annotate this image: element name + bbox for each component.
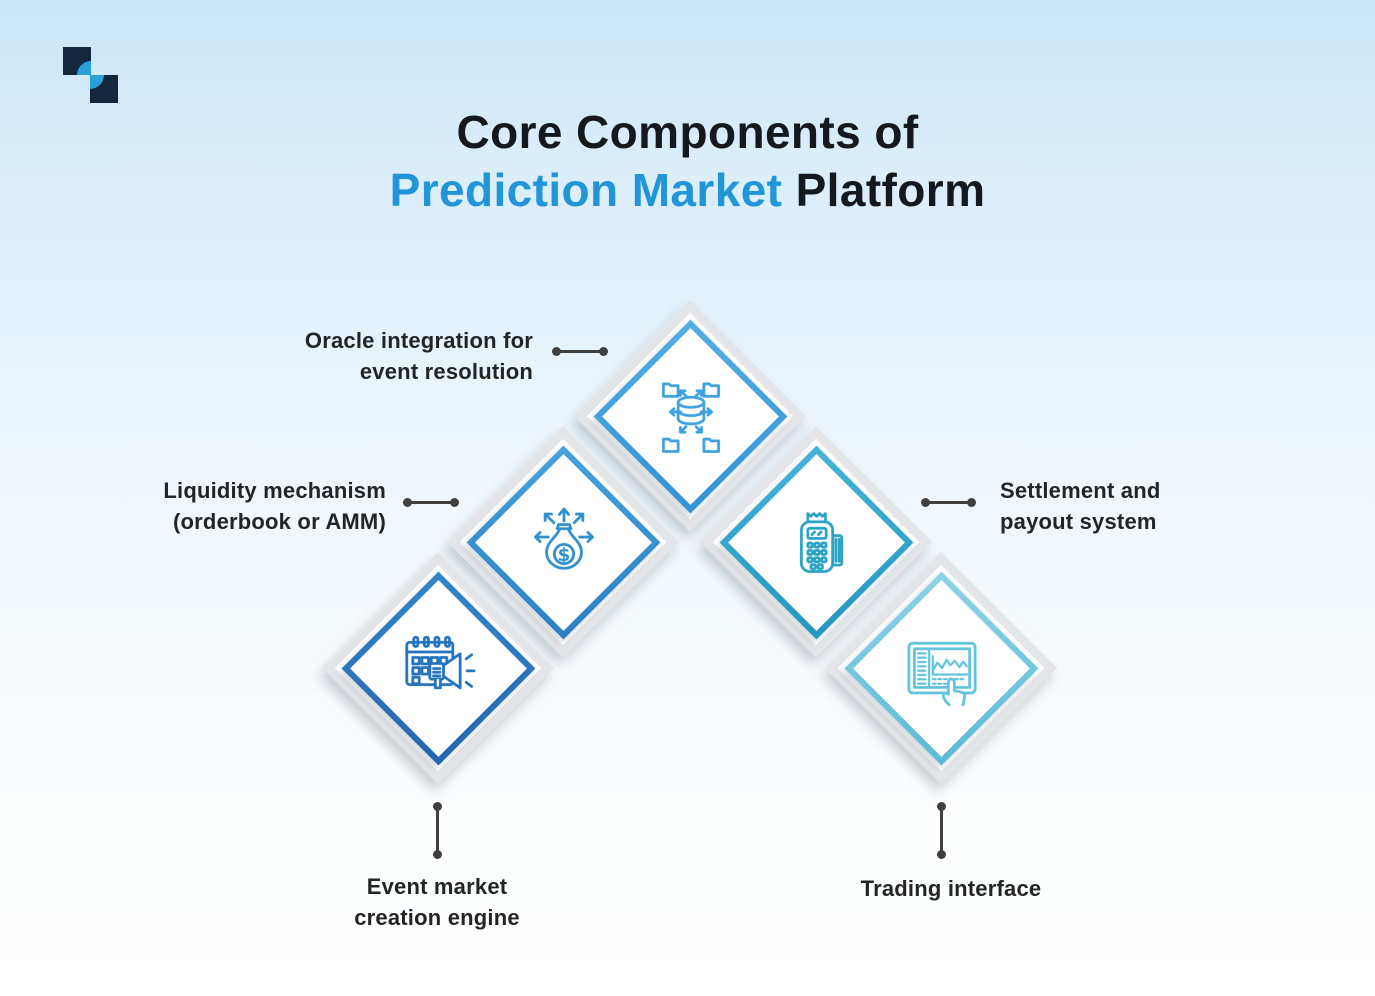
title-line2: Prediction Market Platform [389,164,986,217]
calendar-megaphone-icon [370,600,507,737]
brand-logo [63,47,119,104]
label-settlement-payout: Settlement and payout system [1000,478,1161,534]
diamond: $ [466,445,660,639]
diamond [844,571,1038,765]
diamond [341,571,535,765]
connector-settlement [921,498,976,507]
logo-square-top [63,47,91,75]
page-title: Core Components of Prediction Market Pla… [0,103,1375,220]
connector-oracle [552,347,608,356]
trading-screen-icon [873,600,1010,737]
diamond [593,319,787,513]
pos-terminal-icon [748,474,885,611]
money-bag-arrows-icon: $ [495,474,632,611]
title-line1: Core Components of [456,106,919,158]
label-event-market-creation: Event market creation engine [354,874,520,930]
connector-trading [937,802,946,859]
diamond [719,445,913,639]
connector-event-market [433,802,442,859]
connector-liquidity [403,498,459,507]
database-distribution-icon [622,348,759,485]
logo-square-bottom [90,75,118,103]
label-oracle-integration: Oracle integration for event resolution [304,328,533,384]
title-highlight: Prediction Market [389,164,783,217]
svg-text:$: $ [557,544,570,565]
label-liquidity-mechanism: Liquidity mechanism (orderbook or AMM) [163,478,386,534]
label-trading-interface: Trading interface [860,876,1042,901]
